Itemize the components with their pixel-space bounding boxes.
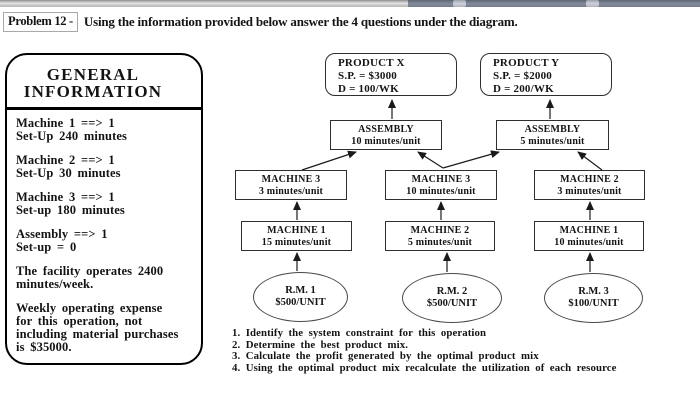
info-line: including material purchases [16,327,179,341]
raw-material-3-node: R.M. 3 $100/UNIT [544,273,643,323]
machine-3-setup-info: Machine 3 ==> 1 Set-up 180 minutes [16,191,195,217]
panel-heading-line2: INFORMATION [23,82,163,101]
machine-name: MACHINE 1 [267,224,326,236]
info-line: Set-up = 0 [16,240,77,254]
problem-number-badge: Problem 12 - [3,12,78,32]
product-y-node: PRODUCT Y S.P. = $2000 D = 200/WK [480,53,612,96]
question-2: 2. Determine the best product mix. [232,338,409,351]
machine-3a-node: MACHINE 3 3 minutes/unit [235,170,347,200]
scrollbar-thumb-right[interactable] [408,0,700,7]
raw-material-1-node: R.M. 1 $500/UNIT [253,272,348,322]
assembly-setup-info: Assembly ==> 1 Set-up = 0 [16,228,195,254]
machine-time: 15 minutes/unit [261,236,332,248]
assembly-1-node: ASSEMBLY 10 minutes/unit [330,120,442,150]
rm-cost: $500/UNIT [426,298,478,309]
machine-time: 5 minutes/unit [407,236,473,248]
machine-2a-node: MACHINE 2 3 minutes/unit [534,170,645,200]
scrollbar-notch [453,0,466,7]
info-line: Set-Up 240 minutes [16,129,127,143]
machine-time: 10 minutes/unit [554,236,624,248]
problem-title-row: Problem 12 - Using the information provi… [3,12,518,32]
info-line: for this operation, not [16,314,143,328]
rm-name: R.M. 3 [578,285,609,297]
info-line: Set-Up 30 minutes [16,166,121,180]
product-x-node: PRODUCT X S.P. = $3000 D = 100/WK [325,53,457,96]
info-line: Machine 1 ==> 1 [16,116,115,130]
info-line: Weekly operating expense [16,301,163,315]
questions-list: 1. Identify the system constraint for th… [232,327,617,375]
flow-arrow-machine3b-to-assembly1 [417,151,444,169]
machine-name: MACHINE 3 [411,173,471,185]
info-line: Set-up 180 minutes [16,203,125,217]
panel-heading-line1: GENERAL [46,65,140,84]
product-selling-price: S.P. = $3000 [338,70,397,82]
facility-capacity-info: The facility operates 2400 minutes/week. [16,265,195,291]
machine-name: MACHINE 3 [261,173,321,185]
machine-3b-node: MACHINE 3 10 minutes/unit [385,170,497,200]
machine-time: 3 minutes/unit [258,185,324,197]
raw-material-2-node: R.M. 2 $500/UNIT [402,273,502,323]
panel-body: Machine 1 ==> 1 Set-Up 240 minutes Machi… [7,110,201,354]
top-scrollbar[interactable] [0,0,700,7]
machine-name: MACHINE 1 [559,224,619,236]
info-line: Assembly ==> 1 [16,227,108,241]
assembly-time: 5 minutes/unit [520,135,585,147]
scrollbar-track-left[interactable] [0,0,408,7]
rm-cost: $500/UNIT [275,297,326,308]
heading-divider [7,107,201,110]
assembly-2-node: ASSEMBLY 5 minutes/unit [496,120,609,150]
product-demand: D = 200/WK [493,83,554,95]
scrollbar-notch [586,0,599,7]
machine-time: 10 minutes/unit [406,185,476,197]
info-line: Machine 3 ==> 1 [16,190,115,204]
flow-arrow-machine2a-to-assembly2 [577,151,603,171]
assembly-time: 10 minutes/unit [351,135,421,147]
problem-instruction-text: Using the information provided below ans… [83,14,518,29]
question-4: 4. Using the optimal product mix recalcu… [232,362,617,375]
machine-2-setup-info: Machine 2 ==> 1 Set-Up 30 minutes [16,154,195,180]
machine-name: MACHINE 2 [410,224,470,236]
assembly-name: ASSEMBLY [524,123,581,135]
product-name: PRODUCT X [338,57,405,69]
machine-1b-node: MACHINE 1 10 minutes/unit [534,221,644,251]
assembly-name: ASSEMBLY [358,123,414,135]
panel-heading: GENERAL INFORMATION [7,66,179,100]
product-selling-price: S.P. = $2000 [493,70,552,82]
rm-name: R.M. 2 [436,285,468,297]
info-line: minutes/week. [16,277,94,291]
question-3: 3. Calculate the profit generated by the… [232,350,539,363]
general-information-panel: GENERAL INFORMATION Machine 1 ==> 1 Set-… [5,53,203,365]
operating-expense-info: Weekly operating expense for this operat… [16,302,195,354]
machine-1a-node: MACHINE 1 15 minutes/unit [241,221,352,251]
info-line: is $35000. [16,340,72,354]
flow-arrow-machine3a-to-assembly1 [301,150,357,171]
product-name: PRODUCT Y [493,57,560,69]
info-line: Machine 2 ==> 1 [16,153,115,167]
machine-1-setup-info: Machine 1 ==> 1 Set-Up 240 minutes [16,117,195,143]
flow-arrow-machine3b-to-assembly2 [442,150,500,169]
machine-time: 3 minutes/unit [557,185,622,197]
machine-name: MACHINE 2 [560,173,619,185]
machine-2b-node: MACHINE 2 5 minutes/unit [385,221,495,251]
product-demand: D = 100/WK [338,83,399,95]
rm-name: R.M. 1 [285,284,316,296]
rm-cost: $100/UNIT [568,298,619,309]
info-line: The facility operates 2400 [16,264,164,278]
question-1: 1. Identify the system constraint for th… [232,327,487,339]
